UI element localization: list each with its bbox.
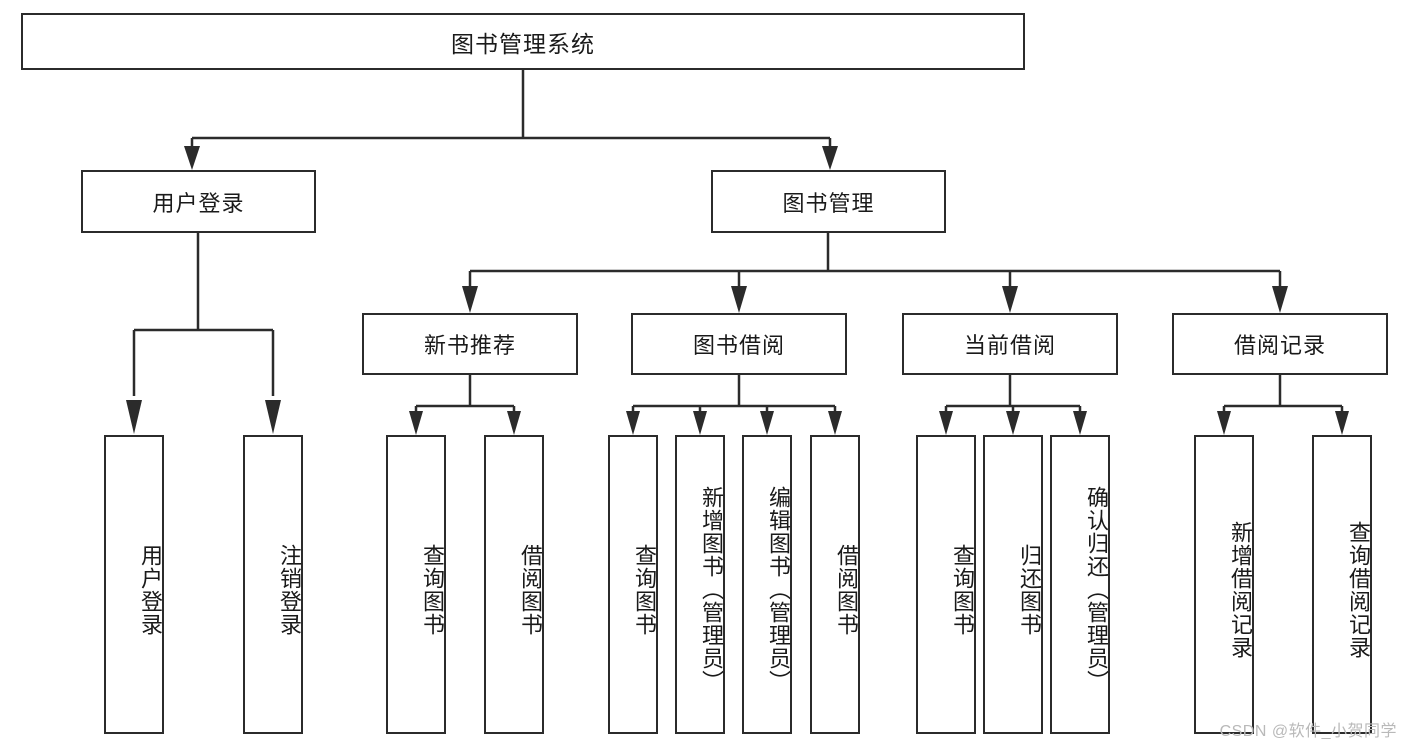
node-label: 编辑图书（管理员）: [766, 486, 791, 693]
node-label: 查询借阅记录: [1346, 520, 1371, 659]
leaf-borrow-book[interactable]: 借阅图书: [810, 435, 860, 734]
node-label: 查询图书: [950, 543, 975, 636]
leaf-query-book-current[interactable]: 查询图书: [916, 435, 976, 734]
node-user-login[interactable]: 用户登录: [81, 170, 316, 233]
leaf-logout[interactable]: 注销登录: [243, 435, 303, 734]
node-label: 图书管理: [782, 190, 875, 216]
node-label: 查询图书: [632, 543, 657, 636]
node-label: 当前借阅: [963, 333, 1056, 358]
node-new-book-recommend[interactable]: 新书推荐: [362, 313, 578, 375]
node-label: 新书推荐: [423, 333, 516, 358]
node-label: 用户登录: [152, 190, 245, 216]
leaf-query-book-recommend[interactable]: 查询图书: [386, 435, 446, 734]
leaf-user-login[interactable]: 用户登录: [104, 435, 164, 734]
node-label: 新增图书（管理员）: [699, 486, 724, 693]
leaf-confirm-return-admin[interactable]: 确认归还（管理员）: [1050, 435, 1110, 734]
node-label: 借阅图书: [518, 543, 543, 636]
node-label: 查询图书: [420, 543, 445, 636]
watermark: CSDN @软件_小贺同学: [1219, 723, 1397, 740]
node-label: 确认归还（管理员）: [1084, 486, 1109, 693]
node-book-borrow[interactable]: 图书借阅: [631, 313, 847, 375]
node-label: 图书管理系统: [451, 30, 595, 57]
node-label: 图书借阅: [692, 333, 785, 358]
node-borrow-record[interactable]: 借阅记录: [1172, 313, 1388, 375]
leaf-query-book-borrow[interactable]: 查询图书: [608, 435, 658, 734]
leaf-query-borrow-record[interactable]: 查询借阅记录: [1312, 435, 1372, 734]
node-label: 借阅图书: [834, 543, 859, 636]
node-label: 借阅记录: [1233, 333, 1326, 358]
node-book-management[interactable]: 图书管理: [711, 170, 946, 233]
leaf-add-borrow-record[interactable]: 新增借阅记录: [1194, 435, 1254, 734]
node-label: 归还图书: [1017, 543, 1042, 636]
node-root-book-management-system[interactable]: 图书管理系统: [21, 13, 1025, 70]
node-label: 用户登录: [138, 543, 163, 636]
leaf-edit-book-admin[interactable]: 编辑图书（管理员）: [742, 435, 792, 734]
leaf-borrow-book-recommend[interactable]: 借阅图书: [484, 435, 544, 734]
node-current-borrow[interactable]: 当前借阅: [902, 313, 1118, 375]
node-label: 注销登录: [277, 543, 302, 636]
leaf-return-book[interactable]: 归还图书: [983, 435, 1043, 734]
leaf-add-book-admin[interactable]: 新增图书（管理员）: [675, 435, 725, 734]
node-label: 新增借阅记录: [1228, 520, 1253, 659]
